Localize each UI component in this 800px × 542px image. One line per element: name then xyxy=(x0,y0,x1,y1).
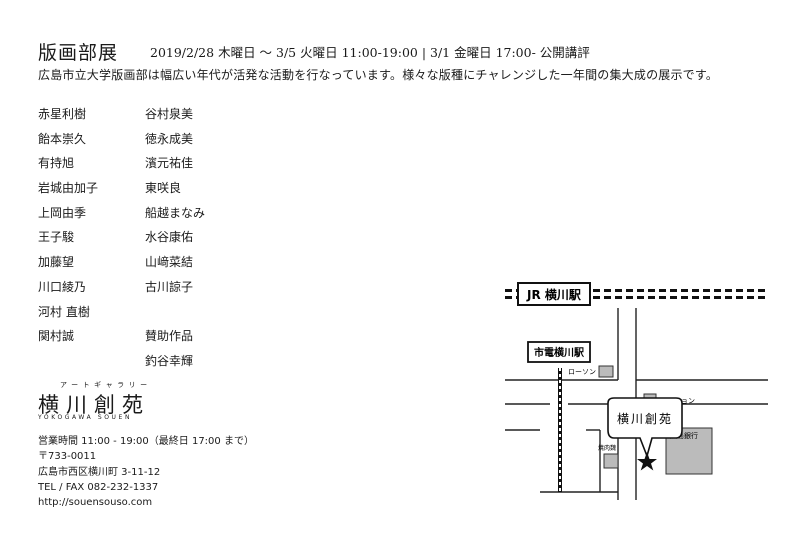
artist-name: 濱元祐佳 xyxy=(145,156,194,171)
artist-list-right: 谷村泉美 徳永成美 濱元祐佳 東咲良 船越まなみ 水谷康佑 山﨑菜結 古川諒子 … xyxy=(145,102,205,374)
artist-name: 岩城由加子 xyxy=(38,181,99,196)
yakiniku-building xyxy=(603,453,619,469)
postal-code: 〒733-0011 xyxy=(38,451,97,463)
artist-name: 上岡由季 xyxy=(38,205,87,220)
artist-name: 谷村泉美 xyxy=(145,107,194,121)
page-title: 版画部展 xyxy=(38,42,119,64)
artist-name: 船越まなみ xyxy=(145,205,206,220)
exhibition-dates: 2019/2/28 木曜日 〜 3/5 火曜日 11:00-19:00 | 3/… xyxy=(150,45,590,60)
opening-hours: 営業時間 11:00 - 19:00（最終日 17:00 まで） xyxy=(38,436,254,447)
artist-name: 水谷康佑 xyxy=(145,230,194,245)
artist-name: 王子駿 xyxy=(38,230,75,245)
spacer xyxy=(145,300,205,325)
lawson-label: ローソン xyxy=(568,368,596,376)
artist-name: 赤星利樹 xyxy=(38,107,87,121)
artist-name: 釣谷幸輝 xyxy=(145,353,194,368)
artist-name: 河村 直樹 xyxy=(38,304,90,319)
jr-station-label: JR 横川駅 xyxy=(526,287,582,302)
callout-bubble xyxy=(607,397,683,459)
tel-fax: TEL / FAX 082-232-1337 xyxy=(38,481,159,493)
gallery-kana: アートギャラリー xyxy=(60,381,152,389)
artist-list-left: 赤星利樹 飴本崇久 有持旭 岩城由加子 上岡由季 王子駿 加藤望 川口綾乃 河村… xyxy=(38,102,98,349)
tram-station-label: 市電横川駅 xyxy=(534,346,585,359)
artist-name: 加藤望 xyxy=(38,255,75,270)
artist-name: 川口綾乃 xyxy=(38,279,87,294)
lawson-building xyxy=(598,365,614,378)
artist-name: 関村誠 xyxy=(38,329,75,344)
website-link[interactable]: http://souensouso.com xyxy=(38,497,153,509)
gallery-logo-name: 横川創苑 xyxy=(38,393,150,417)
artist-name: 東咲良 xyxy=(145,181,182,196)
support-works-label: 賛助作品 xyxy=(145,329,194,344)
artist-name: 古川諒子 xyxy=(145,279,194,294)
yakiniku-label: 焼肉魏 xyxy=(598,444,616,452)
access-map: JR 横川駅 市電横川駅 ローソン オロチョン 広島銀行 焼肉魏 横川創苑 xyxy=(505,282,768,500)
gallery-roman-name: YOKOGAWA SOUEN xyxy=(38,414,133,421)
artist-name: 徳永成美 xyxy=(145,131,194,146)
tram-station-box xyxy=(527,341,591,363)
exhibition-description: 広島市立大学版画部は幅広い年代が活発な活動を行なっています。様々な版種にチャレン… xyxy=(38,68,719,82)
gallery-info: 営業時間 11:00 - 19:00（最終日 17:00 まで） 〒733-00… xyxy=(38,434,254,510)
artist-name: 山﨑菜結 xyxy=(145,255,194,270)
artist-name: 有持旭 xyxy=(38,156,75,171)
bank-label: 広島銀行 xyxy=(670,431,698,440)
artist-name: 飴本崇久 xyxy=(38,131,87,146)
jr-station-box xyxy=(517,282,591,306)
location-star-icon xyxy=(637,452,657,471)
callout-label: 横川創苑 xyxy=(617,412,673,426)
address: 広島市西区横川町 3-11-12 xyxy=(38,466,161,478)
